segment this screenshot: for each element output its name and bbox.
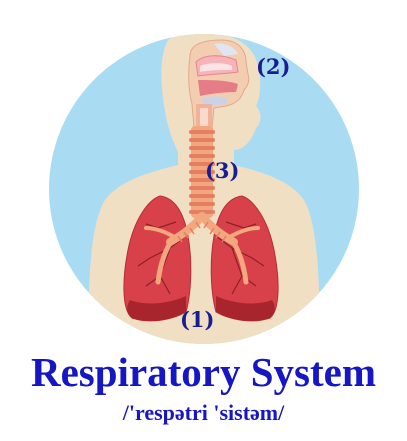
right-lung	[210, 195, 279, 322]
left-lung	[123, 195, 192, 322]
bronchi	[144, 212, 260, 285]
bronchi-rings	[177, 221, 227, 243]
pronunciation-text: /'respətri 'sistəm/	[122, 400, 285, 425]
callout-upper-airway: (2)	[256, 54, 291, 79]
diagram-title: Respiratory System	[30, 349, 377, 395]
trachea	[189, 126, 215, 218]
upper-airway-section	[188, 39, 250, 129]
callout-trachea: (3)	[205, 158, 240, 183]
callout-lungs: (1)	[180, 307, 215, 332]
